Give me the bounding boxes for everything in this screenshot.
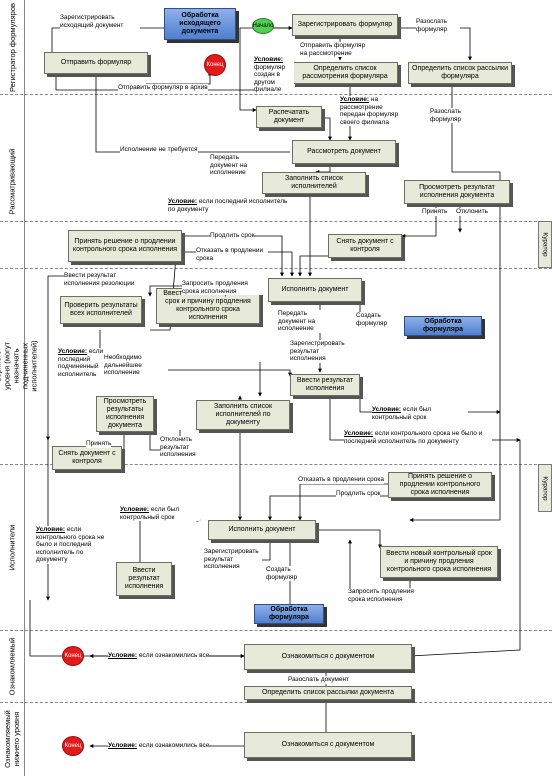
lane-separator [0,268,552,269]
condition-text: формуляр создан в другом филиале [254,63,286,94]
lane-reviewer: Рассматривающий [0,94,25,268]
edge-label: Ввести результат исполнения резолюции [64,272,148,287]
condition-text: если ознакомились все [138,742,210,749]
condition-title: Условие: [108,652,138,659]
define-review-list-step[interactable]: Определить список рассмотрения формуляра [292,62,398,84]
decide-extension-step[interactable]: Принять решение о продлении контрольного… [388,472,492,498]
condition-title: Условие: [168,198,198,205]
condition-label: Условие: если последний подчиненный испо… [58,348,104,378]
execute-document-step[interactable]: Исполнить документ [268,278,362,302]
condition-text: если последний подчиненный исполнитель [58,348,104,378]
remove-control-step[interactable]: Снять документ с контроля [52,446,122,470]
edge-label: Разослать документ [288,676,350,684]
edge-label: Продлить срок [210,232,255,240]
condition-title: Условие: [108,742,138,749]
condition-text: если был контрольный срок [372,406,432,421]
familiarize-step[interactable]: Ознакомиться с документом [244,732,412,758]
condition-label: Условие: на рассмотрение передан формуля… [340,96,402,126]
decide-extension-step[interactable]: Принять решение о продлении контрольного… [68,230,182,262]
edge-label: Отклонить результат исполнения [160,436,204,459]
edge-label: Отправить формуляр в архив [118,84,208,92]
condition-text: если контрольного срока не было и послед… [344,430,483,445]
condition-text: если последний исполнитель по документу [168,198,288,213]
condition-text: если был контрольный срок [120,506,180,521]
lane-separator [0,94,552,95]
condition-label: Условие: формуляр создан в другом филиал… [254,56,294,94]
edge-label: Разослать формуляр [430,108,474,123]
edge-label: Исполнение не требуется [120,146,198,154]
print-document-step[interactable]: Распечатать документ [256,106,322,128]
edge-label: Принять [86,440,112,448]
start-node: Начало [252,18,274,34]
lane-top-executors: Исполнители верхнего уровня (могут назна… [0,268,39,464]
condition-label: Условие: если ознакомились все [108,742,210,750]
lane-reader-low: Ознакомляемый нижнего уровня [0,702,25,776]
condition-label: Условие: если был контрольный срок [372,406,468,421]
edge-label: Отказать в продлении срока [298,476,384,484]
send-form-step[interactable]: Отправить формуляр [44,52,148,74]
check-results-step[interactable]: Проверить результаты всех исполнителей [60,296,142,324]
condition-label: Условие: если последний исполнитель по д… [168,198,288,213]
form-process[interactable]: Обработка формуляра [254,604,324,624]
edge-label: Создать формуляр [266,566,306,581]
edge-label: Запросить продления срока исполнения [182,280,264,295]
lane-executors: Исполнители [0,464,25,630]
enter-result-step[interactable]: Ввести результат исполнения [290,374,360,396]
condition-title: Условие: [372,406,402,413]
review-document-step[interactable]: Рассмотреть документ [292,140,396,164]
condition-title: Условие: [36,526,66,533]
define-mail-list-step[interactable]: Определить список рассылки формуляра [408,62,512,84]
outgoing-document-process[interactable]: Обработка исходящего документа [164,8,236,40]
condition-title: Условие: [344,430,374,437]
define-doc-mail-list-step[interactable]: Определить список рассылки документа [244,686,412,700]
edge-label: Отправить формуляр на рассмотрение [300,42,372,57]
condition-title: Условие: [58,348,88,355]
form-process[interactable]: Обработка формуляра [404,316,482,336]
lane-separator [0,221,552,222]
lane-separator [0,464,552,465]
condition-title: Условие: [120,506,150,513]
view-result-step[interactable]: Просмотреть результат исполнения докумен… [404,180,510,204]
edge-label: Зарегистрировать исходящий документ [60,14,140,29]
fill-executors-step[interactable]: Заполнить список исполнителей [262,172,366,194]
edge-label: Необходимо дальнейшее исполнение [104,354,168,377]
edge-label: Зарегистрировать результат исполнения [290,340,348,363]
lane-separator [0,630,552,631]
condition-title: Условие: [340,96,370,103]
edge-label: Передать документ на исполнение [278,310,324,333]
condition-label: Условие: если контрольного срока не было… [36,526,108,564]
execute-document-step[interactable]: Исполнить документ [208,520,316,540]
condition-label: Условие: если ознакомились все [108,652,210,660]
condition-text: на рассмотрение передан формуляр своего … [340,96,399,126]
new-deadline-step[interactable]: Ввести новый контрольный срок и причину … [380,546,498,578]
edge-label: Создать формуляр [356,312,402,327]
lane-reader: Ознакомляемый [0,630,25,702]
edge-label: Продлить срок [336,490,381,498]
edge-label: Зарегистрировать результат исполнения [204,548,262,571]
enter-result-step[interactable]: Ввести результат исполнения [116,562,172,596]
edge-label: Разослать формуляр [416,18,460,33]
edge-label: Отказать в продлении срока [196,247,268,262]
lane-separator [0,702,552,703]
edge-label: Передать документ на исполнение [210,154,260,177]
familiarize-step[interactable]: Ознакомиться с документом [244,644,412,670]
condition-label: Условие: если контрольного срока не было… [344,430,492,445]
edge-label: Запросить продления срока исполнения [348,588,430,603]
remove-control-step[interactable]: Снять документ с контроля [328,234,402,258]
end-node: Конец [62,646,84,666]
condition-label: Условие: если был контрольный срок [120,506,200,521]
end-node: Конец [204,54,226,76]
end-node: Конец [62,736,84,756]
edge-label: Отклонить [456,208,489,216]
register-form-step[interactable]: Зарегистрировать формуляр [292,14,398,36]
condition-text: если ознакомились все [138,652,210,659]
edge-label: Принять [422,208,448,216]
lane-registrar: Регистратор формуляров [0,0,25,94]
view-results-step[interactable]: Просмотреть результаты исполнения докуме… [96,396,154,432]
condition-title: Условие: [254,56,284,63]
fill-executors-doc-step[interactable]: Заполнить список исполнителей по докумен… [196,400,290,430]
condition-text: если контрольного срока не было и послед… [36,526,105,563]
